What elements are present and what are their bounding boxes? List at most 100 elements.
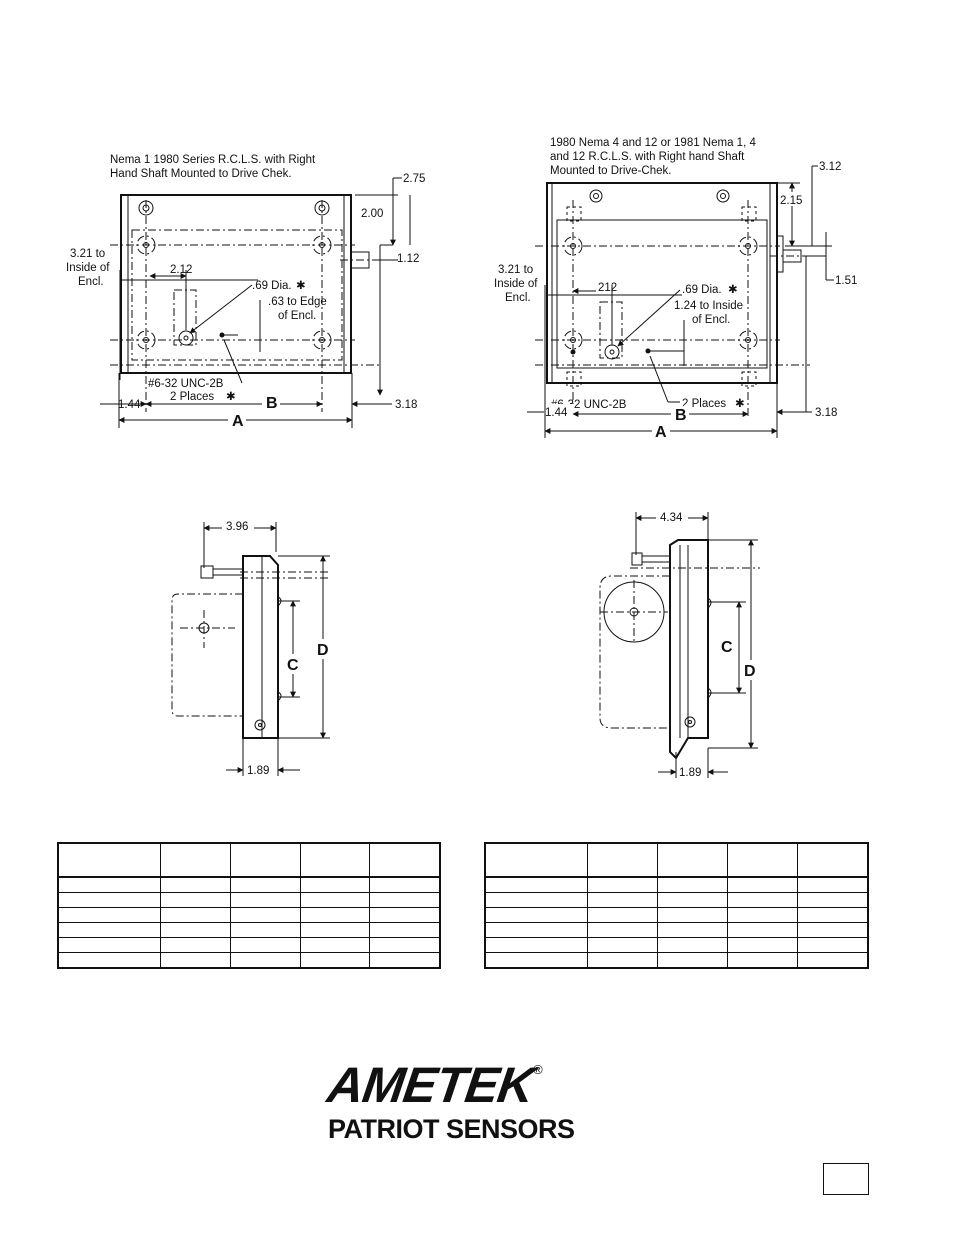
table-cell — [727, 892, 799, 908]
table-cell — [299, 922, 371, 938]
screw-note-line1: #6-32 UNC-2B — [148, 378, 224, 390]
caption-right-line3: Mounted to Drive-Chek. — [550, 165, 671, 177]
label-d-left: D — [317, 642, 329, 659]
table-cell — [727, 952, 799, 969]
dia-note: .69 Dia. — [252, 280, 292, 292]
table-row — [57, 952, 441, 969]
table-cell — [369, 922, 441, 938]
table-cell — [57, 892, 162, 908]
table-cell — [587, 937, 659, 953]
edge-note-line1: .63 to Edge — [268, 296, 327, 308]
table-cell — [57, 922, 162, 938]
drive-chek-outline — [131, 229, 343, 361]
table-cell — [587, 952, 659, 969]
table-cell — [727, 876, 799, 893]
table-header-row — [57, 842, 441, 878]
table-cell — [299, 876, 371, 893]
side-view-left: 3.96 C D 1.89 — [171, 519, 334, 777]
side-view-right: 4.34 C D 1.89 — [599, 510, 761, 779]
table-cell — [369, 907, 441, 923]
dim-1-89-left: 1.89 — [247, 765, 269, 777]
table-cell — [797, 892, 869, 908]
table-cell — [160, 907, 231, 923]
table-cell — [657, 876, 729, 893]
registered-mark: ® — [533, 1062, 543, 1077]
table-cell — [299, 892, 371, 908]
label-c-right: C — [721, 639, 733, 656]
table-cell — [484, 892, 589, 908]
dim-4-34: 4.34 — [660, 512, 683, 524]
table-cell — [57, 876, 162, 893]
dia-note-right: .69 Dia. — [682, 284, 722, 296]
dim-2-00: 2.00 — [361, 208, 383, 220]
ametek-logo: AMETEK® PATRIOT SENSORS — [324, 1057, 608, 1144]
table-cell — [657, 952, 729, 969]
table-cell — [369, 937, 441, 953]
inside-note-line2: of Encl. — [692, 314, 730, 326]
dim-3-18-right: 3.18 — [815, 407, 837, 419]
dim-3-21-line1: 3.21 to — [70, 248, 105, 260]
caption-right-line1: 1980 Nema 4 and 12 or 1981 Nema 1, 4 — [550, 137, 756, 149]
table-header-row — [484, 842, 869, 878]
table-cell — [484, 922, 589, 938]
table-row — [484, 892, 869, 908]
table-cell — [229, 842, 301, 878]
label-b: B — [266, 395, 278, 412]
table-cell — [484, 907, 589, 923]
table-cell — [797, 842, 869, 878]
table-cell — [587, 842, 659, 878]
table-cell — [299, 937, 371, 953]
table-cell — [587, 876, 659, 893]
table-cell — [484, 842, 589, 878]
dim-1-89-right: 1.89 — [679, 767, 701, 779]
screw-asterisk: ✱ — [226, 391, 236, 403]
table-cell — [727, 842, 799, 878]
side-body-left — [242, 555, 279, 739]
dim-3-21-line3: Encl. — [78, 276, 104, 288]
table-cell — [57, 842, 162, 878]
table-cell — [727, 907, 799, 923]
caption-right-line2: and 12 R.C.L.S. with Right hand Shaft — [550, 151, 745, 163]
table-cell — [797, 937, 869, 953]
screw-note-line2: 2 Places — [170, 391, 214, 403]
dim-3-21-line2: Inside of — [66, 262, 110, 274]
front-view-right: 1980 Nema 4 and 12 or 1981 Nema 1, 4 and… — [494, 137, 857, 441]
dim-3-21-right-line3: Encl. — [505, 292, 531, 304]
dim-2-12: 2.12 — [170, 264, 192, 276]
table-cell — [657, 907, 729, 923]
table-cell — [299, 907, 371, 923]
table-row — [484, 937, 869, 953]
dim-3-21-right-line1: 3.21 to — [498, 264, 533, 276]
enclosure-outline-right — [546, 182, 778, 384]
table-cell — [160, 952, 231, 969]
table-row — [484, 907, 869, 923]
inside-note-line1: 1.24 to Inside — [674, 300, 743, 312]
edge-note-line2: of Encl. — [278, 310, 316, 322]
caption-left-line2: Hand Shaft Mounted to Drive Chek. — [110, 168, 292, 180]
dim-1-44: 1.44 — [118, 399, 141, 411]
screw-note-right-line2: 2 Places — [682, 398, 726, 410]
table-cell — [299, 842, 371, 878]
table-row — [57, 922, 441, 938]
dimension-table-left — [57, 842, 441, 969]
table-cell — [229, 952, 301, 969]
label-b-right: B — [675, 407, 687, 424]
screw-asterisk-right: ✱ — [735, 398, 745, 410]
table-cell — [657, 922, 729, 938]
table-cell — [587, 922, 659, 938]
dim-1-12: 1.12 — [397, 253, 419, 265]
table-cell — [797, 876, 869, 893]
dim-2-15: 2.15 — [780, 195, 802, 207]
table-cell — [229, 907, 301, 923]
table-cell — [229, 876, 301, 893]
dim-1-44-right: 1.44 — [545, 407, 568, 419]
table-cell — [727, 937, 799, 953]
label-d-right: D — [744, 663, 756, 680]
front-view-left: Nema 1 1980 Series R.C.L.S. with Right H… — [66, 154, 425, 430]
side-body-right — [669, 539, 709, 760]
table-cell — [797, 922, 869, 938]
dim-3-18: 3.18 — [395, 399, 417, 411]
dim-2-75: 2.75 — [403, 173, 425, 185]
table-cell — [369, 952, 441, 969]
